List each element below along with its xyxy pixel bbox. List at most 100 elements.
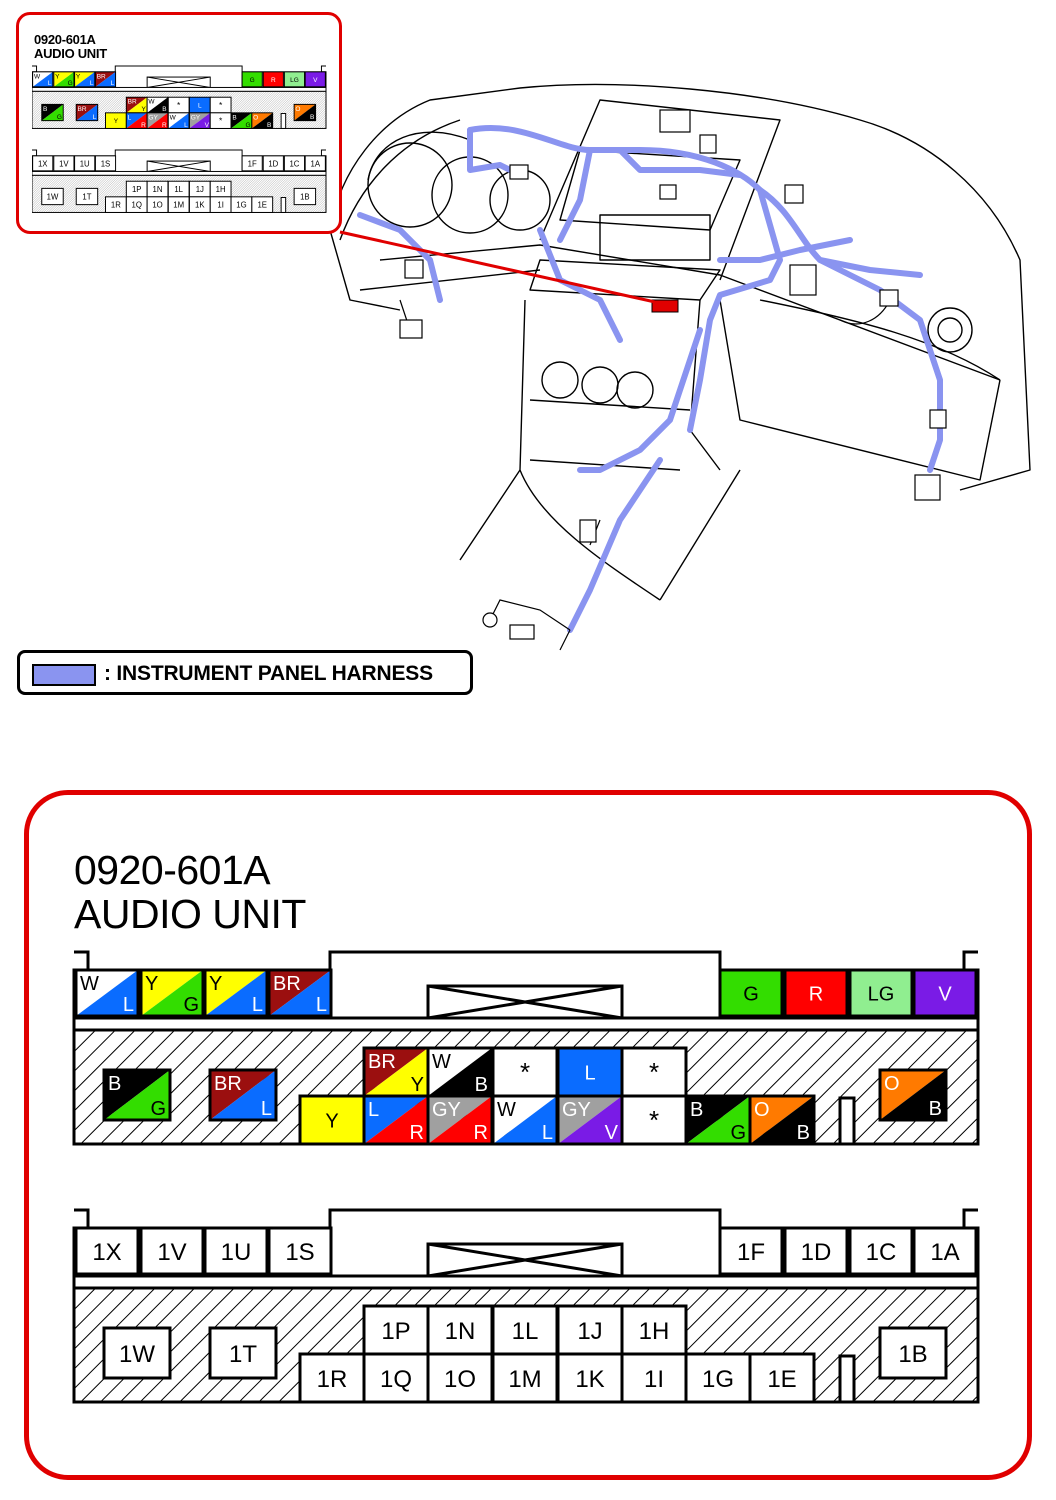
pin-center-bottom: 1K <box>188 196 211 213</box>
cavity-label-a: W <box>432 1051 451 1073</box>
cavity-label-a: GY <box>148 114 158 121</box>
pin-label: 1W <box>47 192 59 201</box>
wire-cavity-top-right: R <box>783 968 849 1018</box>
cavity-label-a: W <box>148 99 155 106</box>
pin-mid-left-1: 1W <box>41 187 64 206</box>
connector-code: 0920-601A <box>74 847 271 893</box>
cavity-half-b <box>750 1096 814 1144</box>
cavity-half-a <box>147 112 168 129</box>
cavity-half-b <box>269 970 331 1016</box>
cavity-half-b <box>493 1096 557 1144</box>
pin-label: 1V <box>59 159 69 168</box>
cavity-label: Y <box>325 1111 338 1133</box>
instrument-panel-drawing <box>329 83 1031 651</box>
cavity-label: G <box>250 77 255 84</box>
cavity-cell <box>718 968 784 1018</box>
cavity-label-a: O <box>253 114 258 121</box>
cavity-half-a <box>147 97 168 113</box>
pin-cell <box>41 187 64 206</box>
cavity-label-b: L <box>542 1122 553 1144</box>
pin-label: 1A <box>930 1239 959 1266</box>
pin-cell <box>208 1326 278 1380</box>
pin-top-left: 1V <box>53 155 75 172</box>
wire-cavity-top-right: V <box>912 968 978 1018</box>
pin-top-right: 1A <box>912 1226 978 1276</box>
cavity-label-b: B <box>162 106 166 113</box>
cavity-label-a: Y <box>76 73 81 80</box>
cavity-label-b: B <box>797 1122 810 1144</box>
pin-label: 1C <box>289 159 299 168</box>
cavity-half-a <box>189 112 211 129</box>
pin-label: 1E <box>767 1366 796 1393</box>
cavity-cell <box>298 1094 366 1146</box>
wire-cavity-top-right: V <box>304 71 326 88</box>
cavity-border <box>53 71 75 88</box>
separator-bar <box>72 1016 980 1032</box>
cavity-label: L <box>584 1063 595 1085</box>
cavity-label-a: B <box>690 1099 703 1121</box>
latch-slot <box>838 1354 856 1404</box>
wire-cavity-top-left: WL <box>32 71 54 88</box>
pin-cell <box>298 1352 366 1404</box>
audio-unit-connector-location <box>651 299 679 313</box>
cavity-border <box>41 103 64 122</box>
wire-cavity-top-left: WL <box>74 968 140 1018</box>
wire-cavity-top-right: R <box>262 71 284 88</box>
pin-label: 1G <box>236 201 246 210</box>
pin-label: 1J <box>577 1318 602 1345</box>
pin-cell <box>304 155 326 172</box>
wire-cavity-center-bottom: BG <box>684 1094 752 1146</box>
pin-cell <box>491 1352 559 1404</box>
cavity-cell <box>783 968 849 1018</box>
wire-cavity-top-left: BRL <box>94 71 117 88</box>
pin-label: 1W <box>119 1341 155 1368</box>
cavity-half-b <box>95 71 116 87</box>
pin-center-top: 1H <box>620 1304 688 1356</box>
pin-label: 1M <box>508 1366 541 1393</box>
cavity-label-a: L <box>128 114 132 121</box>
pin-cell <box>293 187 317 206</box>
pin-top-right: 1D <box>783 1226 849 1276</box>
cavity-cell <box>620 1094 688 1146</box>
cavity-border <box>748 1094 816 1146</box>
cavity-label-a: W <box>170 114 177 121</box>
wire-cavity-center-top: BRY <box>362 1046 430 1098</box>
pin-label: 1P <box>381 1318 410 1345</box>
pin-label: 1J <box>196 185 204 194</box>
cavity-border <box>74 968 140 1018</box>
cavity-label-a: BR <box>97 73 106 80</box>
cavity-border <box>293 103 317 122</box>
pin-label: 1S <box>285 1239 314 1266</box>
cavity-label-a: GY <box>191 114 201 121</box>
cavity-label: * <box>649 1105 659 1135</box>
wire-cavity-top-right: G <box>718 968 784 1018</box>
cavity-cell <box>912 968 978 1018</box>
cavity-cell <box>283 71 306 88</box>
wire-cavity-right: OB <box>878 1068 948 1122</box>
cavity-half-b <box>364 1048 428 1096</box>
cavity-label: * <box>177 100 181 110</box>
pin-cell <box>139 1226 205 1276</box>
pin-cell <box>426 1304 494 1356</box>
cavity-label-a: Y <box>209 973 222 995</box>
wire-cavity-top-left: YL <box>203 968 269 1018</box>
cavity-label: * <box>219 100 223 110</box>
cavity-label-b: L <box>90 80 94 87</box>
cavity-cell <box>848 968 914 1018</box>
pin-top-right: 1C <box>283 155 306 172</box>
wire-cavity-top-right: LG <box>283 71 306 88</box>
cavity-label-b: B <box>310 114 314 121</box>
connector-name: AUDIO UNIT <box>74 891 306 937</box>
cavity-label-a: B <box>43 106 47 113</box>
latch-slot <box>280 196 287 213</box>
cavity-half-a <box>294 104 316 121</box>
wire-cavity-mid-left-1: BG <box>41 103 64 122</box>
cavity-half-b <box>205 970 267 1016</box>
cavity-half-b <box>41 104 64 121</box>
legend-swatch-harness <box>32 664 96 686</box>
wire-cavity-center-bottom: GYV <box>556 1094 624 1146</box>
cavity-label: * <box>520 1057 530 1087</box>
pin-mid-left-2: 1T <box>75 187 99 206</box>
cavity-label-a: O <box>295 106 300 113</box>
